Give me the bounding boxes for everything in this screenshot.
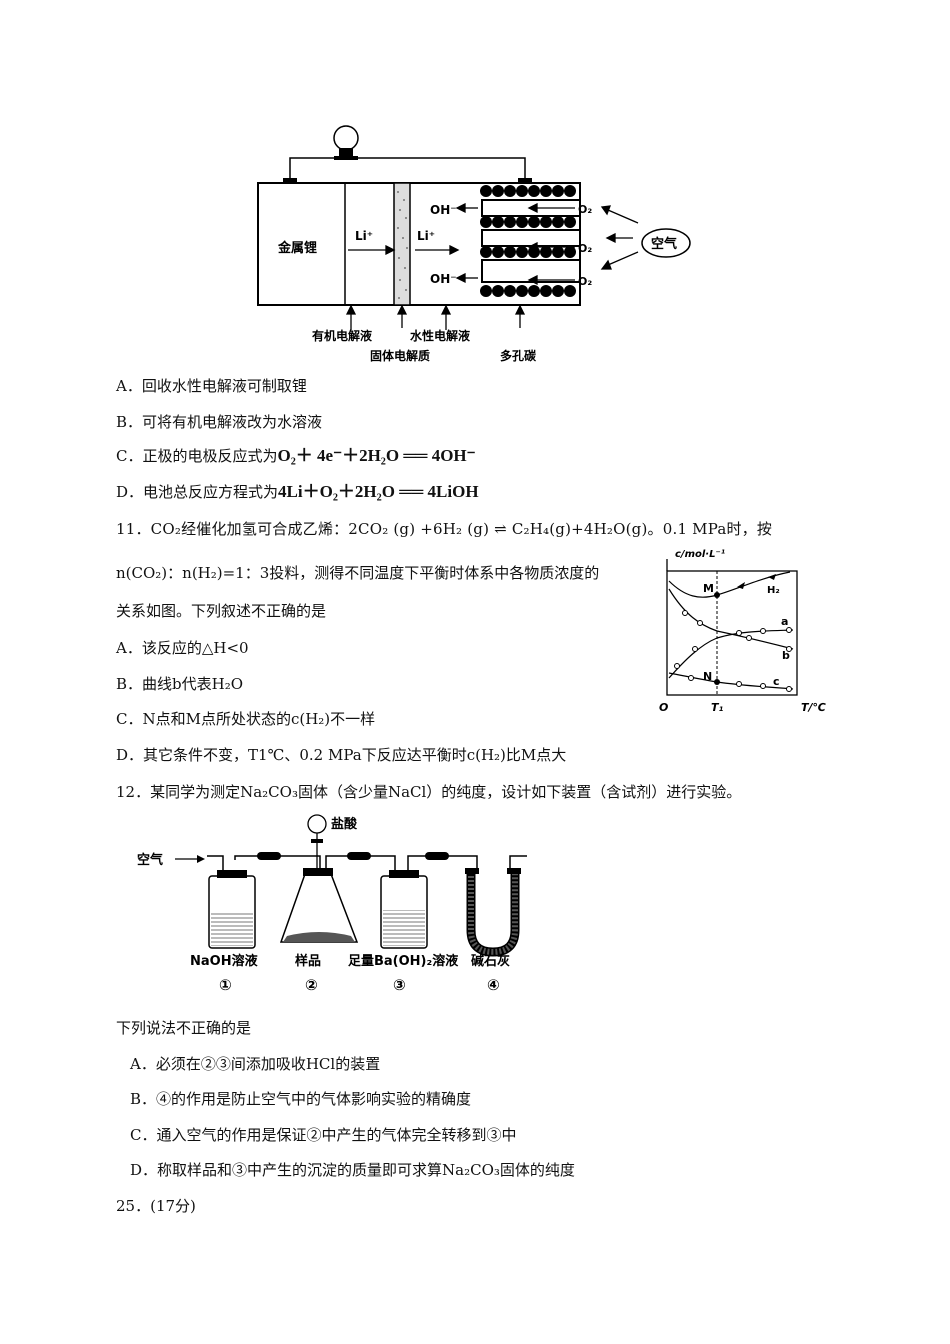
- metal-lithium-label: 金属锂: [277, 240, 317, 256]
- sample-label: 样品: [295, 953, 321, 969]
- concentration-temperature-graph: c/mol·L⁻¹ O T₁ T/℃ M N H₂ a b c: [659, 549, 827, 714]
- apparatus-number: ②: [305, 976, 318, 994]
- t1-tick-label: T₁: [711, 701, 724, 714]
- option-c-q10: C．正极的电极反应式为O₂＋ 4e⁻＋2H₂O ══ 4OH⁻: [116, 446, 476, 466]
- q12-stem: 12．某同学为测定Na₂CO₃固体（含少量NaCl）的纯度，设计如下装置（含试剂…: [116, 783, 742, 801]
- soda-lime-label: 碱石灰: [471, 953, 510, 969]
- option-b-q10: B．可将有机电解液改为水溶液: [116, 413, 323, 431]
- hydroxide-label: OH⁻: [430, 203, 457, 217]
- apparatus-number: ④: [487, 976, 500, 994]
- option-d-q10: D．电池总反应方程式为4Li＋O₂＋2H₂O ══ 4LiOH: [116, 482, 479, 502]
- y-axis-label: c/mol·L⁻¹: [675, 549, 725, 560]
- point-m-label: M: [703, 582, 714, 595]
- q11-line-1: 11．CO₂经催化加氢可合成乙烯：2CO₂ (g) +6H₂ (g) ⇌ C₂H…: [116, 520, 773, 538]
- aqueous-electrolyte-label: 水性电解液: [410, 328, 470, 343]
- apparatus-number: ①: [219, 976, 232, 994]
- option-d-text: D．电池总反应方程式为: [116, 483, 279, 501]
- series-h2-label: H₂: [767, 585, 780, 596]
- option-a-q11: A．该反应的△H<0: [116, 639, 249, 657]
- li-ion-label: Li⁺: [355, 229, 373, 243]
- option-c-text: C．正极的电极反应式为: [116, 447, 278, 465]
- option-d-q11: D．其它条件不变，T1℃、0.2 MPa下反应达平衡时c(H₂)比M点大: [116, 746, 567, 764]
- q11-line-2: n(CO₂)：n(H₂)=1：3投料，测得不同温度下平衡时体系中各物质浓度的: [116, 564, 600, 582]
- option-a-q12: A．必须在②③间添加吸收HCl的装置: [130, 1055, 381, 1073]
- option-d-q12: D．称取样品和③中产生的沉淀的质量即可求算Na₂CO₃固体的纯度: [130, 1161, 575, 1179]
- point-n-label: N: [703, 670, 712, 683]
- option-a-q10: A．回收水性电解液可制取锂: [116, 377, 307, 395]
- organic-electrolyte-label: 有机电解液: [312, 328, 372, 343]
- q12-intro: 下列说法不正确的是: [116, 1019, 252, 1037]
- q25-heading: 25．(17分): [116, 1197, 196, 1215]
- overall-equation: 4Li＋O₂＋2H₂O ══ 4LiOH: [278, 482, 479, 501]
- option-b-q12: B．④的作用是防止空气中的气体影响实验的精确度: [130, 1090, 472, 1108]
- q11-line-3: 关系如图。下列叙述不正确的是: [116, 602, 327, 620]
- naoh-label: NaOH溶液: [190, 953, 258, 969]
- apparatus-diagram: 空气 盐酸 NaOH溶液 样品 足量Ba(OH)₂溶液 碱石灰 ① ② ③ ④: [137, 814, 527, 994]
- origin-label: O: [659, 701, 668, 714]
- x-axis-label: T/℃: [801, 701, 827, 714]
- oxygen-label: O₂: [578, 275, 592, 288]
- option-b-q11: B．曲线b代表H₂O: [116, 675, 244, 693]
- hcl-label: 盐酸: [331, 816, 358, 832]
- porous-carbon-label: 多孔碳: [500, 348, 537, 363]
- cathode-equation: O₂＋ 4e⁻＋2H₂O ══ 4OH⁻: [277, 446, 476, 465]
- air-label: 空气: [651, 236, 677, 252]
- hydroxide-label: OH⁻: [430, 272, 457, 286]
- battery-diagram: 金属锂 Li⁺ Li⁺ OH⁻ OH⁻ O₂ O₂ O₂ 空气 有机电解液 水性…: [257, 125, 691, 363]
- option-c-q12: C．通入空气的作用是保证②中产生的气体完全转移到③中: [130, 1126, 517, 1144]
- baoh2-label: 足量Ba(OH)₂溶液: [348, 953, 458, 969]
- solid-electrolyte-label: 固体电解质: [370, 348, 430, 363]
- li-ion-label: Li⁺: [417, 229, 435, 243]
- oxygen-label: O₂: [578, 203, 592, 216]
- air-inlet-label: 空气: [137, 852, 163, 868]
- series-a-label: a: [781, 615, 788, 628]
- option-c-q11: C．N点和M点所处状态的c(H₂)不一样: [116, 710, 376, 728]
- series-b-label: b: [782, 649, 790, 662]
- apparatus-number: ③: [393, 976, 406, 994]
- oxygen-label: O₂: [578, 242, 592, 255]
- bulb-icon: [333, 125, 359, 151]
- series-c-label: c: [773, 675, 780, 688]
